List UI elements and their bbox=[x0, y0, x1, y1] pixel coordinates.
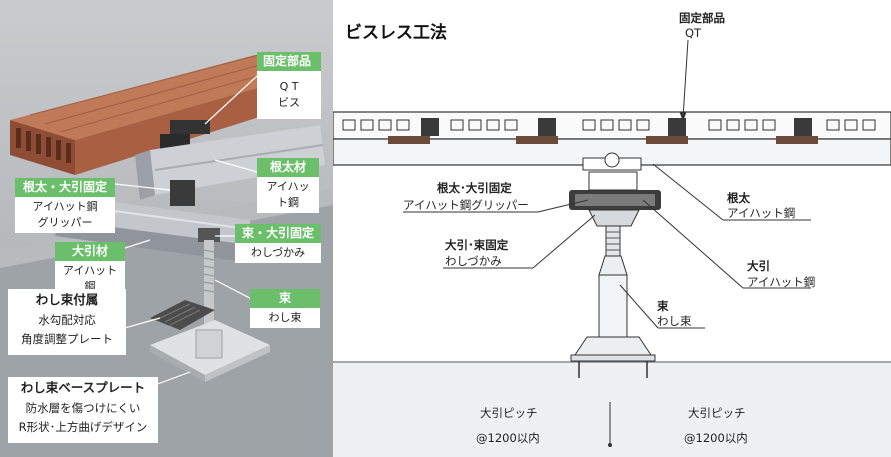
pitch-left-value: @1200以内 bbox=[476, 431, 540, 445]
label-fixing-parts-tag: 固定部品 bbox=[257, 52, 321, 71]
label-fixing-parts-line-1: Q T bbox=[279, 80, 299, 93]
note-accessory-title: わし束付属 bbox=[35, 292, 99, 307]
callout-joist-value: アイハット鋼 bbox=[727, 206, 796, 220]
note-accessory-line-1: 水勾配対応 bbox=[38, 313, 96, 327]
clip-blocks bbox=[388, 136, 818, 144]
pitch-left-label: 大引ピッチ bbox=[480, 406, 538, 420]
ground-slab bbox=[333, 362, 891, 457]
label-beam-material-tag: 大引材 bbox=[55, 242, 125, 261]
callout-joist-name: 根太 bbox=[727, 191, 750, 205]
callout-joist-beam-fixing-name: 根太･大引固定 bbox=[437, 181, 512, 195]
callout-post-beam-fixing-value: わしづかみ bbox=[445, 254, 502, 268]
deck-board-strip bbox=[333, 111, 891, 140]
label-joist-material-line-1: アイハット鋼 bbox=[257, 177, 319, 213]
callout-beam-value: アイハット鋼 bbox=[747, 275, 816, 289]
photo-leader-lines bbox=[114, 75, 266, 386]
note-base-plate-line-2: R形状･上方曲げデザイン bbox=[18, 420, 148, 434]
note-accessory: わし束付属 水勾配対応 角度調整プレート bbox=[8, 289, 126, 355]
callout-post-beam-fixing-name: 大引･束固定 bbox=[445, 238, 509, 252]
callout-fixing-parts-value: QT bbox=[685, 26, 702, 40]
callout-post-name: 束 bbox=[657, 299, 669, 313]
callout-post-value: わし束 bbox=[657, 314, 692, 328]
drawing-leader-lines bbox=[403, 39, 811, 329]
section-drawing: ビスレス工法 固定部品 QT 根太･大引固定 アイハット鋼グリッパー 根太 アイ… bbox=[333, 0, 891, 457]
drawing-svg bbox=[333, 39, 891, 457]
label-joist-beam-fixing-line-1: アイハット鋼 bbox=[32, 200, 98, 213]
label-fixing-parts: 固定部品 Q T ビス bbox=[257, 52, 321, 119]
pitch-right-label: 大引ピッチ bbox=[688, 406, 746, 420]
drawing-title: ビスレス工法 bbox=[345, 23, 447, 43]
label-post-beam-fixing: 束・大引固定 わしづかみ bbox=[235, 224, 321, 263]
note-base-plate-line-1: 防水層を傷つけにくい bbox=[25, 401, 141, 415]
label-joist-material: 根太材 アイハット鋼 bbox=[257, 158, 319, 213]
label-fixing-parts-line-2: ビス bbox=[278, 96, 300, 109]
label-post-beam-fixing-tag: 束・大引固定 bbox=[235, 224, 321, 243]
post-assembly bbox=[150, 228, 270, 382]
note-base-plate-title: わし束ベースプレート bbox=[20, 380, 146, 395]
pitch-right-value: @1200以内 bbox=[684, 431, 748, 445]
label-post-line-1: わし束 bbox=[250, 308, 320, 328]
callout-joist-beam-fixing-value: アイハット鋼グリッパー bbox=[403, 198, 529, 212]
label-post-tag: 束 bbox=[250, 289, 320, 308]
note-accessory-line-2: 角度調整プレート bbox=[21, 332, 113, 346]
label-post: 束 わし束 bbox=[250, 289, 320, 328]
label-post-beam-fixing-line-1: わしづかみ bbox=[235, 243, 321, 263]
gripper-and-beam bbox=[569, 152, 661, 210]
note-base-plate: わし束ベースプレート 防水層を傷つけにくい R形状･上方曲げデザイン bbox=[8, 377, 158, 443]
label-fixing-parts-body: Q T ビス bbox=[257, 71, 321, 119]
callout-beam-name: 大引 bbox=[747, 259, 770, 273]
product-photo: 固定部品 Q T ビス 根太材 アイハット鋼 根太・大引固定 アイハット鋼 グリ… bbox=[0, 0, 333, 457]
callout-fixing-parts-name: 固定部品 bbox=[679, 11, 725, 25]
label-joist-material-tag: 根太材 bbox=[257, 158, 319, 177]
label-joist-beam-fixing-line-2: グリッパー bbox=[37, 216, 93, 229]
label-joist-beam-fixing-tag: 根太・大引固定 bbox=[15, 178, 115, 197]
drawing-post bbox=[570, 209, 656, 378]
label-joist-beam-fixing-body: アイハット鋼 グリッパー bbox=[15, 197, 115, 233]
label-beam-material: 大引材 アイハット鋼 bbox=[55, 242, 125, 297]
label-joist-beam-fixing: 根太・大引固定 アイハット鋼 グリッパー bbox=[15, 178, 115, 233]
